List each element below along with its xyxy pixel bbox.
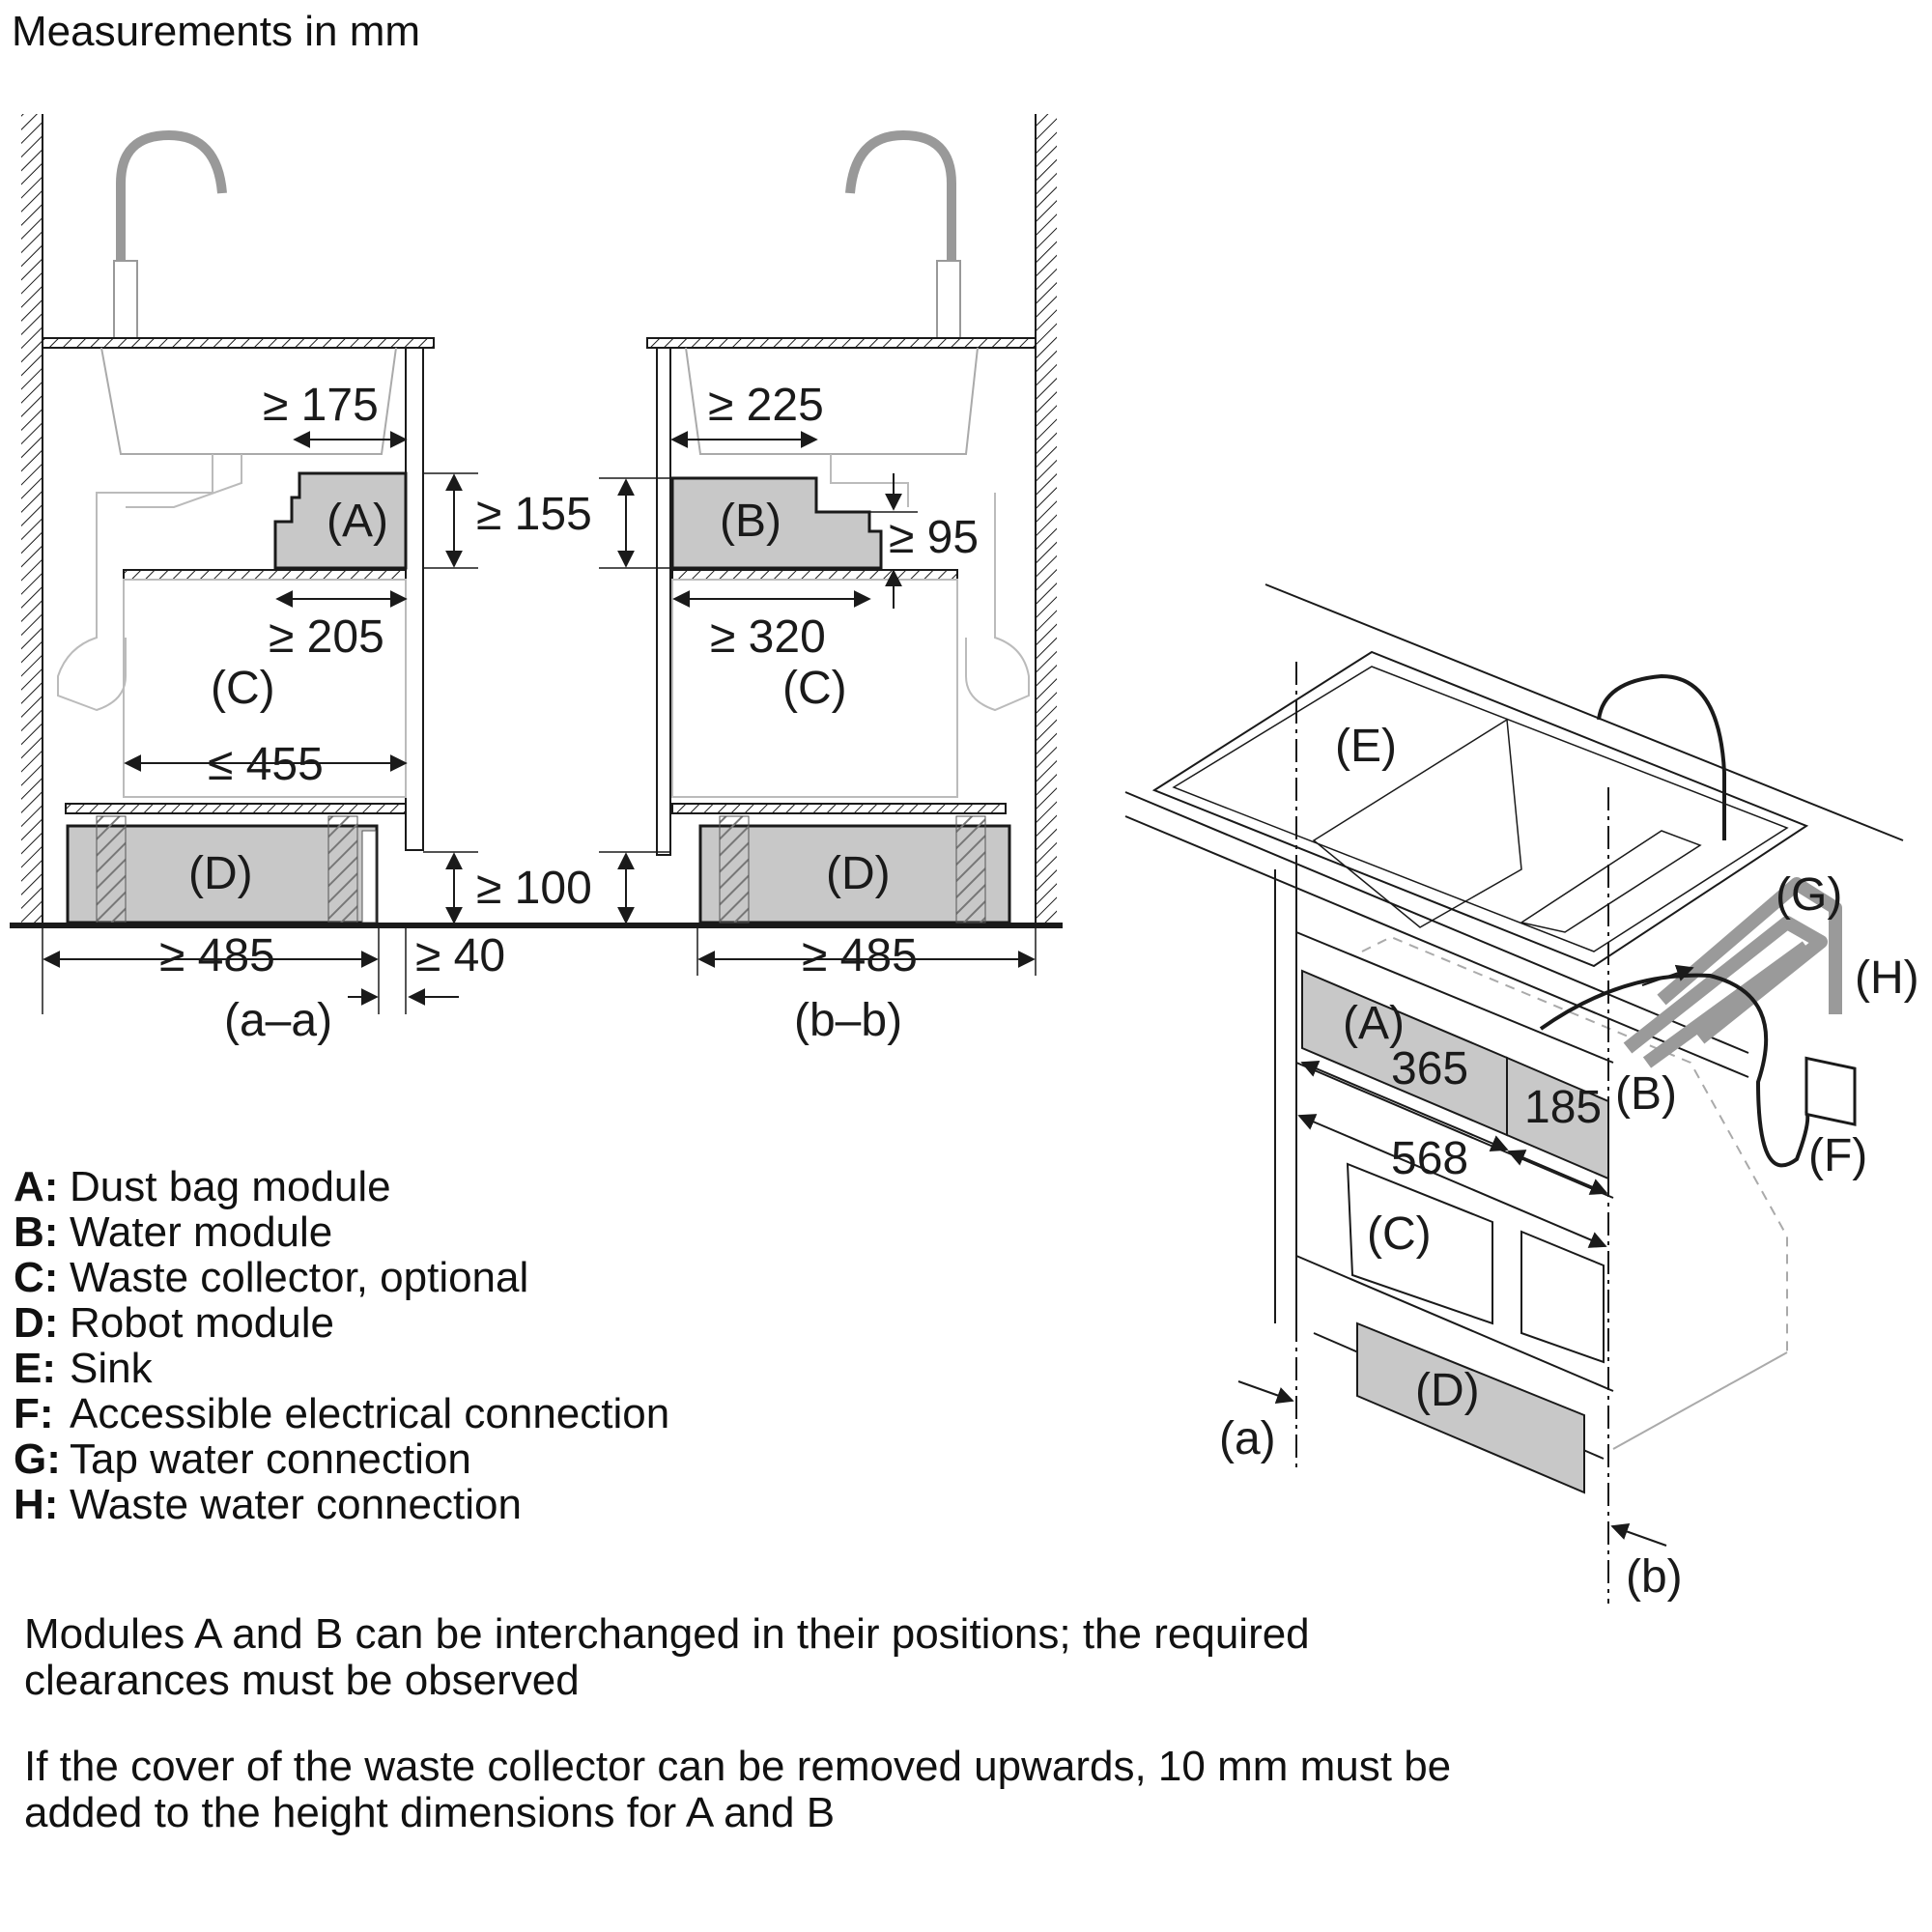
dim-b-width: ≥ 225 [708,380,824,431]
legend-item: D:Robot module [14,1299,334,1347]
countertop-bb [646,337,1037,349]
iso-countertop [1124,583,1904,1078]
dim-plinth: ≥ 100 [476,863,592,914]
legend: A:Dust bag module B:Water module C:Waste… [14,1164,669,1527]
note-interchange: Modules A and B can be interchanged in t… [24,1610,1310,1704]
iso-label-h: (H) [1855,952,1919,1004]
iso-faucet-icon [1597,673,1726,840]
iso-label-section-a: (a) [1219,1413,1276,1464]
waste-water-pipe [1657,877,1842,1014]
iso-label-b: (B) [1615,1068,1677,1120]
iso-label-c: (C) [1367,1208,1432,1260]
shelf-a [123,569,407,581]
countertop [42,337,435,349]
legend-item: C:Waste collector, optional [14,1254,529,1301]
waste-collector-aa [123,579,407,798]
section-bb: ≥ 225 (B) ≥ 95 ≥ 320 (C) (D) ≥ 485 (b–b) [599,114,1057,1046]
dim-gap: ≥ 40 [415,930,505,981]
iso-label-g: (G) [1776,869,1842,921]
section-label-aa: (a–a) [224,995,332,1046]
iso-view: (E) (G) (H) (A) 365 (B) 185 (F) 568 (C) … [1124,583,1919,1604]
legend-item: F:Accessible electrical connection [14,1390,670,1437]
dim-a-depth: ≥ 205 [269,611,384,663]
module-b [670,476,883,570]
dim-d-width-bb: ≥ 485 [802,930,918,981]
legend-item: E:Sink [14,1345,153,1392]
wall-left [21,114,43,925]
drain-pipe [57,454,213,712]
iso-dim-365: 365 [1391,1043,1468,1094]
iso-sink [1151,650,1809,968]
iso-dim-568: 568 [1391,1133,1468,1184]
iso-label-d: (D) [1415,1365,1480,1416]
label-c-aa: (C) [211,663,275,714]
faucet-icon [116,129,227,333]
label-d-aa: (D) [188,848,253,899]
dim-d-width-aa: ≥ 485 [159,930,275,981]
partition-wall [405,347,424,851]
sink-bowl [100,347,397,455]
dim-b-height: ≥ 95 [889,512,979,563]
legend-item: B:Water module [14,1208,333,1256]
shelf-b [671,569,958,581]
iso-label-e: (E) [1335,721,1397,772]
module-a [273,471,408,570]
label-c-bb: (C) [782,663,847,714]
page-title: Measurements in mm [12,8,421,55]
wall-right [1036,114,1057,925]
label-a-aa: (A) [327,496,388,547]
section-aa: ≥ 175 ≥ 155 (A) ≥ 205 (C) ≤ 455 (D) ≥ 10… [10,114,1063,1046]
iso-label-f: (F) [1808,1130,1867,1181]
dim-b-depth: ≥ 320 [710,611,826,663]
socket-icon [1804,1056,1857,1126]
faucet-icon-bb [845,129,956,333]
label-b-bb: (B) [720,496,781,547]
iso-dim-185: 185 [1524,1082,1602,1133]
partition-wall-bb [656,347,671,856]
section-label-bb: (b–b) [794,995,902,1046]
electrical-cable [1539,973,1810,1168]
iso-module-d [1356,1321,1585,1494]
note-cover: If the cover of the waste collector can … [24,1743,1452,1836]
iso-label-a: (A) [1343,998,1405,1049]
iso-label-section-b: (b) [1626,1551,1683,1603]
label-d-bb: (D) [826,848,891,899]
tap-water-pipe [1623,916,1828,1068]
dim-c-width: ≤ 455 [208,739,324,790]
dim-a-width: ≥ 175 [263,380,379,431]
legend-item: A:Dust bag module [14,1163,391,1210]
legend-item: H:Waste water connection [14,1481,522,1528]
legend-item: G:Tap water connection [14,1435,471,1483]
waste-collector-bb [671,579,958,798]
dim-a-height: ≥ 155 [476,489,592,540]
